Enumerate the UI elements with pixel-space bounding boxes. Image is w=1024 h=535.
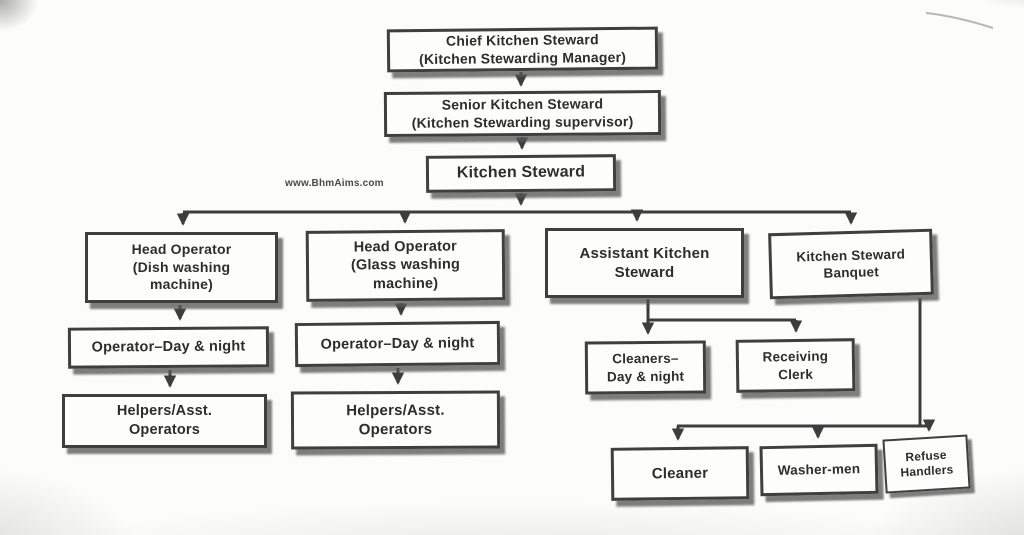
node-chief-kitchen-steward: Chief Kitchen Steward (Kitchen Stewardin… (386, 26, 659, 73)
node-helpers-asst-operators-dish: Helpers/Asst. Operators (62, 394, 267, 448)
watermark: www.BhmAims.com (285, 178, 384, 189)
node-cleaners-day-night: Cleaners– Day & night (584, 340, 707, 395)
node-cleaner: Cleaner (610, 446, 750, 501)
node-operator-day-night-glass: Operator–Day & night (294, 320, 501, 368)
node-washer-men: Washer-men (759, 443, 879, 497)
page-edge-curl (925, 12, 994, 29)
node-head-operator-glass-washing: Head Operator (Glass washing machine) (305, 229, 506, 302)
node-kitchen-steward-banquet: Kitchen Steward Banquet (768, 228, 934, 300)
node-operator-day-night-dish: Operator–Day & night (67, 326, 270, 369)
node-receiving-clerk: Receiving Clerk (735, 338, 856, 393)
node-kitchen-steward: Kitchen Steward (425, 154, 617, 193)
connector-assistant-drop (646, 299, 796, 322)
node-helpers-asst-operators-glass: Helpers/Asst. Operators (290, 390, 501, 450)
node-refuse-handlers: Refuse Handlers (882, 434, 971, 494)
node-senior-kitchen-steward: Senior Kitchen Steward (Kitchen Stewardi… (383, 90, 662, 137)
node-assistant-kitchen-steward: Assistant Kitchen Steward (545, 228, 744, 298)
node-head-operator-dish-washing: Head Operator (Dish washing machine) (85, 232, 278, 303)
